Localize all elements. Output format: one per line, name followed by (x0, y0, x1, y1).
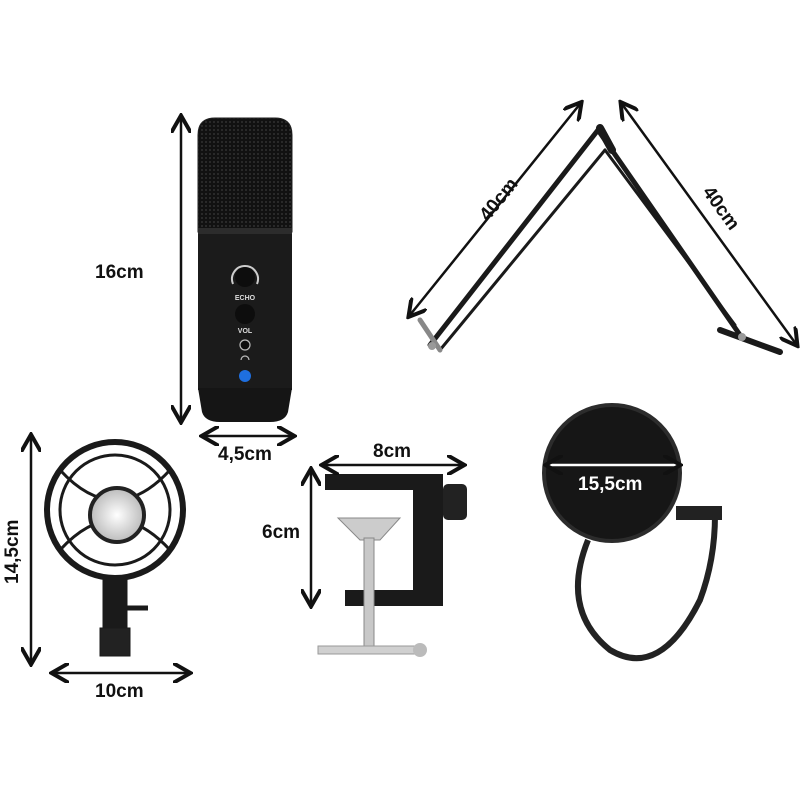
headphone-jack (239, 339, 251, 351)
led-indicator (239, 370, 251, 382)
clamp-width-label: 8cm (373, 441, 411, 462)
clamp-height-label: 6cm (262, 522, 300, 543)
arm2-length-arrow (622, 104, 796, 344)
mount-height-label: 14,5cm (2, 520, 23, 584)
mount-width-label: 10cm (95, 681, 144, 702)
mic-width-label: 4,5cm (218, 444, 272, 465)
headphone-icon (240, 355, 250, 361)
pop-filter (542, 403, 722, 662)
desk-clamp (317, 474, 467, 657)
echo-knob (231, 265, 259, 287)
arm2-length-label: 40cm (698, 183, 744, 235)
volume-knob (235, 304, 255, 324)
arm1-length-label: 40cm (476, 174, 523, 225)
mic-height-label: 16cm (95, 262, 144, 283)
microphone: ECHO VOL (197, 117, 293, 422)
shock-mount (44, 439, 186, 657)
vol-label: VOL (238, 328, 253, 335)
echo-label: ECHO (235, 295, 256, 302)
boom-arm (417, 124, 783, 355)
pop-filter-diameter-label: 15,5cm (578, 474, 642, 495)
arm1-length-arrow (410, 104, 580, 315)
